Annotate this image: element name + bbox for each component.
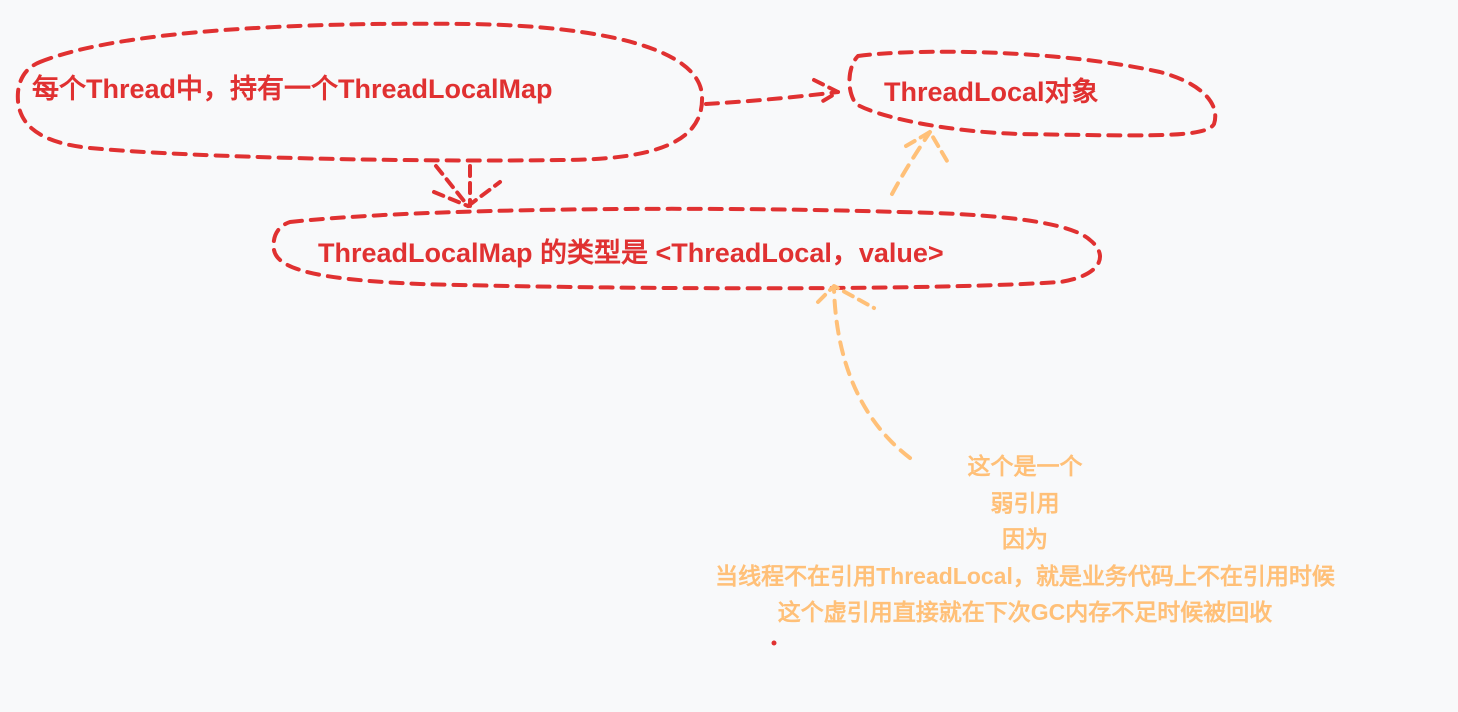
arrow-map-to-threadlocal-weak-head — [904, 130, 952, 168]
arrow-thread-to-threadlocal-head — [812, 78, 840, 106]
note-line-3: 因为 — [1002, 526, 1048, 552]
note-line-5: 这个虚引用直接就在下次GC内存不足时候被回收 — [777, 599, 1273, 625]
thread-node-ellipse — [15, 21, 705, 163]
threadlocal-node-label: ThreadLocal对象 — [884, 77, 1099, 107]
note-line-2: 弱引用 — [990, 489, 1060, 516]
note-line-4: 当线程不在引用ThreadLocal，就是业务代码上不在引用时候 — [715, 562, 1335, 589]
map-node-ellipse — [271, 206, 1102, 291]
note-line-1: 这个是一个 — [967, 453, 1083, 479]
arrow-thread-to-map-tail — [432, 190, 470, 208]
threadlocal-node-ellipse — [847, 49, 1218, 138]
arrow-note-to-map-head — [816, 284, 876, 310]
arrow-thread-to-threadlocal — [704, 90, 840, 106]
map-node-label: ThreadLocalMap 的类型是 <ThreadLocal，value> — [318, 238, 944, 268]
arrow-note-to-map — [832, 286, 912, 460]
weak-reference-note: 这个是一个 弱引用 因为 当线程不在引用ThreadLocal，就是业务代码上不… — [650, 448, 1400, 631]
stray-dot — [771, 640, 777, 646]
arrow-map-to-threadlocal-weak — [890, 130, 932, 196]
thread-node-label: 每个Thread中，持有一个ThreadLocalMap — [32, 74, 553, 104]
